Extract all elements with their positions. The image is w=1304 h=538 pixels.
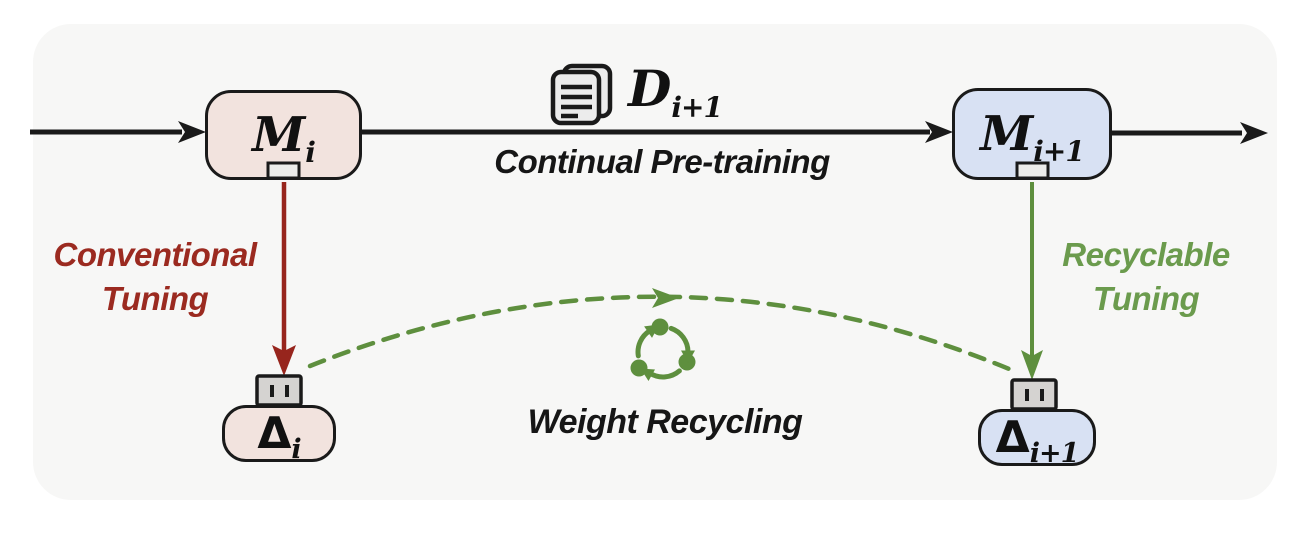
conventional-tuning-line2: Tuning <box>101 279 209 317</box>
delta-i-subscript: i <box>291 433 301 465</box>
recycle-icon-arrowhead-top <box>644 324 660 338</box>
delta-plugs <box>255 374 1058 411</box>
recycle-icon-arrowhead-right <box>681 350 695 363</box>
node-delta-i-plus-1: Δi+1 <box>978 409 1096 467</box>
weight-recycling-arc <box>307 288 1017 374</box>
model-sockets <box>266 161 1050 180</box>
recyclable-tuning-line1: Recyclable <box>1062 236 1230 273</box>
delta-next-subscript: i+1 <box>1029 437 1080 469</box>
weight-recycling-arc-arrowhead <box>652 288 679 308</box>
recycle-icon <box>630 318 696 381</box>
weight-recycling-caption: Weight Recycling <box>527 403 803 441</box>
delta-i-plug <box>255 374 303 407</box>
documents-icon-text-lines <box>561 84 592 119</box>
model-i-label: Mi <box>252 111 316 166</box>
model-i-symbol: M <box>252 107 306 163</box>
continual-pretraining-caption: Continual Pre-training <box>494 143 830 180</box>
recycle-icon-dot-top <box>651 318 669 336</box>
recyclable-tuning-caption: Recyclable Tuning <box>1028 233 1264 320</box>
node-model-i: Mi <box>205 90 362 180</box>
model-next-label: Mi+1 <box>980 110 1085 165</box>
recycle-icon-arrowhead-bottom <box>640 368 655 381</box>
model-next-symbol: M <box>980 106 1034 162</box>
dataset-subscript: i+1 <box>671 90 723 124</box>
dataset-label: Di+1 <box>628 64 723 122</box>
model-i-socket <box>266 161 301 180</box>
timeline-arrow <box>30 121 1268 144</box>
dataset-symbol: D <box>628 59 672 118</box>
recyclable-tuning-arrow <box>1021 182 1043 380</box>
model-i-subscript: i <box>305 135 316 169</box>
delta-next-label: Δi+1 <box>996 415 1080 467</box>
recycle-icon-arc-top-right <box>668 325 691 355</box>
conventional-tuning-arrow <box>272 182 296 376</box>
recycle-icon-arc-left <box>635 328 653 359</box>
recyclable-tuning-line2: Tuning <box>1092 279 1200 317</box>
documents-icon <box>550 63 613 126</box>
recyclable-tuning-arrowhead <box>1021 350 1043 380</box>
timeline-arrowhead-right <box>1240 122 1268 144</box>
delta-next-symbol: Δ <box>995 411 1030 463</box>
timeline-arrowhead-into-model-i <box>178 121 206 143</box>
node-delta-i: Δi <box>222 405 336 463</box>
conventional-tuning-line1: Conventional <box>53 236 257 273</box>
delta-i-symbol: Δ <box>257 407 292 459</box>
model-next-socket <box>1015 161 1050 180</box>
conventional-tuning-caption: Conventional Tuning <box>38 233 272 320</box>
model-next-subscript: i+1 <box>1033 134 1085 168</box>
recycle-icon-arc-bottom <box>647 368 682 380</box>
conventional-tuning-arrowhead <box>272 345 296 376</box>
delta-i-label: Δi <box>257 411 301 463</box>
recycle-icon-dot-right <box>678 353 696 371</box>
timeline-arrowhead-into-model-next <box>925 121 953 143</box>
delta-next-plug <box>1010 378 1058 411</box>
